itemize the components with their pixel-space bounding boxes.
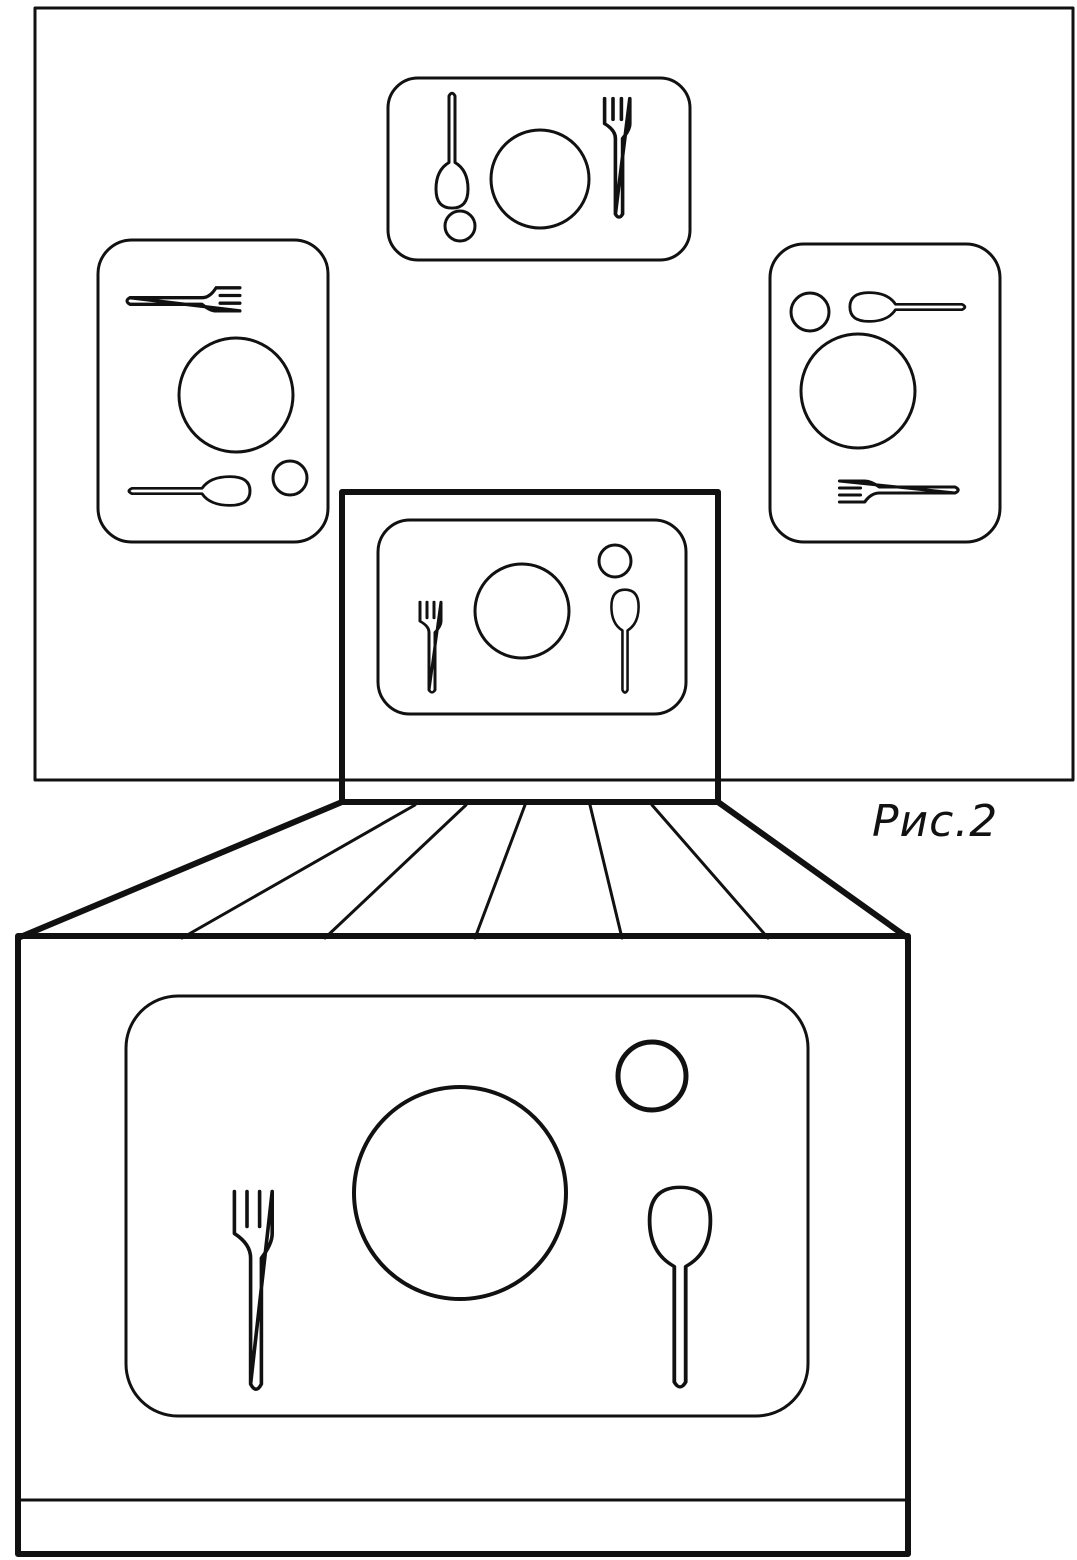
cup: [271, 459, 309, 497]
plate: [473, 562, 571, 660]
fork-icon: [603, 97, 631, 218]
spoon-icon: [435, 92, 469, 209]
cup: [443, 209, 477, 243]
placemat-left: [96, 238, 330, 544]
spoon-icon: [610, 589, 640, 693]
figure-caption: Рис.2: [872, 796, 999, 847]
cup: [789, 291, 831, 333]
plate: [489, 128, 591, 230]
top-room-frame: [33, 6, 1075, 782]
zoom-highlight-box: [339, 489, 721, 805]
fork-icon: [419, 601, 442, 693]
enlarged-view-frame: [15, 933, 911, 1557]
zoom-connector-lines: [15, 799, 911, 941]
placemat-right: [768, 242, 1002, 544]
spoon-icon: [849, 292, 966, 322]
plate: [799, 332, 917, 450]
spoon-icon: [648, 1186, 712, 1388]
fork-icon: [838, 480, 959, 503]
fork-icon: [233, 1190, 274, 1391]
placemat-enlarged: [124, 994, 810, 1418]
cup: [615, 1039, 689, 1113]
placemat-front-small: [376, 518, 688, 716]
plate: [352, 1085, 568, 1301]
spoon-icon: [128, 476, 251, 506]
plate: [177, 336, 295, 454]
placemat-top: [386, 76, 692, 262]
cup: [597, 543, 633, 579]
fork-icon: [126, 287, 241, 312]
